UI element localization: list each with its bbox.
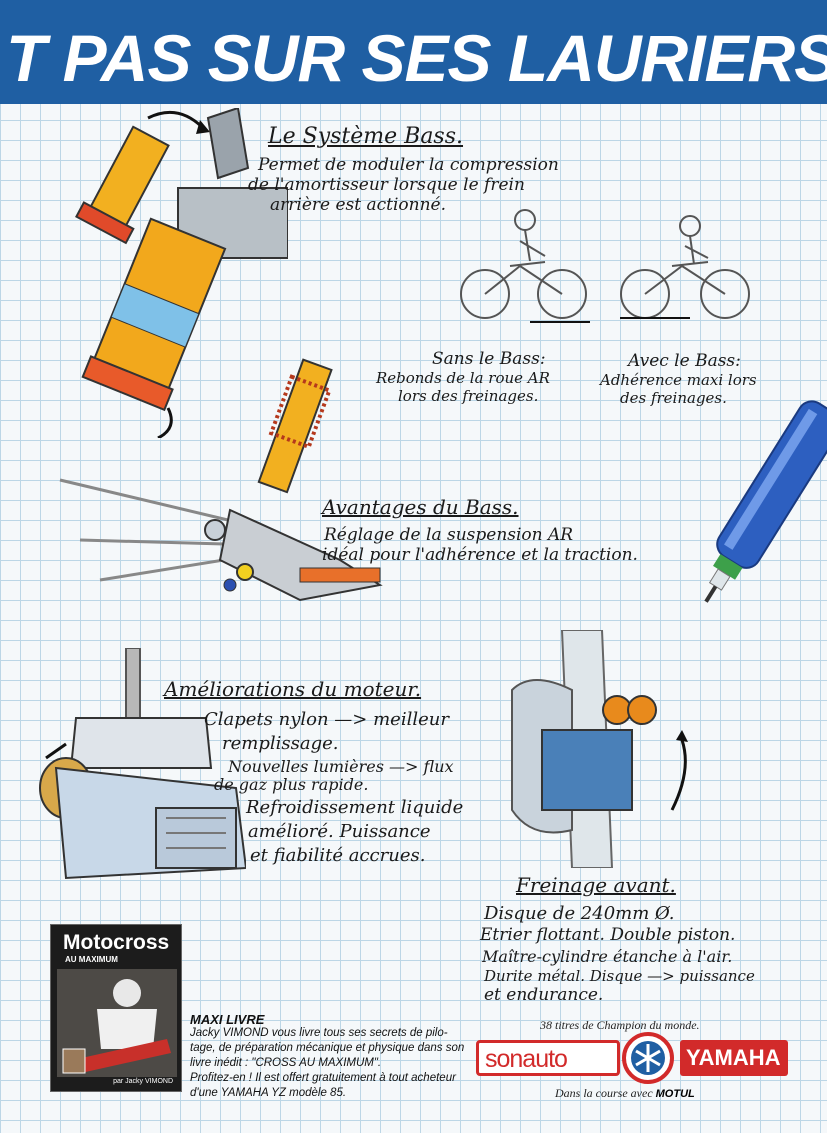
rider-sketches <box>460 209 750 323</box>
maxi-heading: MAXI LIVRE <box>190 1012 265 1027</box>
engine-sketch <box>39 648 246 880</box>
sonauto-text: sonauto <box>485 1045 568 1073</box>
moteur-line-3: Nouvelles lumières —> flux <box>228 757 454 776</box>
yamaha-text: YAMAHA <box>686 1045 781 1070</box>
sonauto-logo: sonauto <box>476 1040 620 1076</box>
sans-heading: Sans le Bass: <box>432 349 546 369</box>
avantages-line-2: idéal pour l'adhérence et la traction. <box>322 545 638 565</box>
moteur-line-7: et fiabilité accrues. <box>250 845 426 866</box>
moteur-line-5: Refroidissement liquide <box>246 797 464 818</box>
brand-tagline: 38 titres de Champion du monde. <box>540 1018 700 1032</box>
avec-heading: Avec le Bass: <box>628 351 741 371</box>
banner-title: T PAS SUR SES LAURIERS. <box>6 21 827 95</box>
book-title: Motocross <box>63 931 170 954</box>
sans-line-2: lors des freinages. <box>398 387 539 405</box>
avantages-heading: Avantages du Bass. <box>322 495 519 519</box>
front-brake-sketch <box>511 630 688 868</box>
avec-line-2: des freinages. <box>620 389 727 407</box>
pen-illustration <box>704 400 827 603</box>
avec-line-1: Adhérence maxi lors <box>600 371 757 389</box>
bass-line-3: arrière est actionné. <box>270 195 447 215</box>
book-subtitle: AU MAXIMUM <box>65 955 118 964</box>
maxi-body: Jacky VIMOND vous livre tous ses secrets… <box>190 1026 470 1101</box>
moteur-line-1: Clapets nylon —> meilleur <box>204 709 449 730</box>
bass-heading: Le Système Bass. <box>268 124 464 149</box>
bass-line-1: Permet de moduler la compression <box>258 155 559 175</box>
moteur-line-4: de gaz plus rapide. <box>214 775 369 794</box>
freinage-line-4: Durite métal. Disque —> puissance <box>484 967 755 985</box>
maxi-line-4: Profitez-en ! Il est offert gratuitement… <box>190 1071 456 1084</box>
moteur-line-2: remplissage. <box>222 733 339 754</box>
yamaha-logo: YAMAHA <box>680 1040 788 1076</box>
course-text: Dans la course avec <box>555 1086 653 1100</box>
maxi-line-2: tage, de préparation mécanique et physiq… <box>190 1041 465 1054</box>
freinage-line-3: Maître-cylindre étanche à l'air. <box>482 947 733 966</box>
bass-line-2: de l'amortisseur lorsque le frein <box>248 175 525 195</box>
avantages-line-1: Réglage de la suspension AR <box>324 525 574 545</box>
motul-logo: MOTUL <box>655 1088 695 1100</box>
top-banner: T PAS SUR SES LAURIERS. <box>0 0 827 104</box>
shock-absorber-sketch <box>75 108 288 438</box>
book-author: par Jacky VIMOND <box>113 1078 173 1085</box>
moteur-line-6: amélioré. Puissance <box>248 821 431 842</box>
rear-suspension-sketch <box>59 358 383 602</box>
moteur-heading: Améliorations du moteur. <box>164 677 422 701</box>
course-line: Dans la course avec MOTUL <box>555 1086 695 1101</box>
freinage-line-2: Etrier flottant. Double piston. <box>480 925 736 945</box>
freinage-line-1: Disque de 240mm Ø. <box>484 903 675 924</box>
maxi-line-3: livre inédit : "CROSS AU MAXIMUM". <box>190 1056 382 1069</box>
maxi-line-5: d'une YAMAHA YZ modèle 85. <box>190 1086 347 1099</box>
book-rider-photo <box>57 969 177 1077</box>
freinage-heading: Freinage avant. <box>516 873 676 897</box>
maxi-line-1: Jacky VIMOND vous livre tous ses secrets… <box>190 1027 448 1039</box>
sans-line-1: Rebonds de la roue AR <box>376 369 550 387</box>
yamaha-emblem-icon <box>622 1032 674 1084</box>
freinage-line-5: et endurance. <box>484 985 604 1005</box>
book-cover: Motocross AU MAXIMUM par Jacky VIMOND <box>50 924 182 1092</box>
